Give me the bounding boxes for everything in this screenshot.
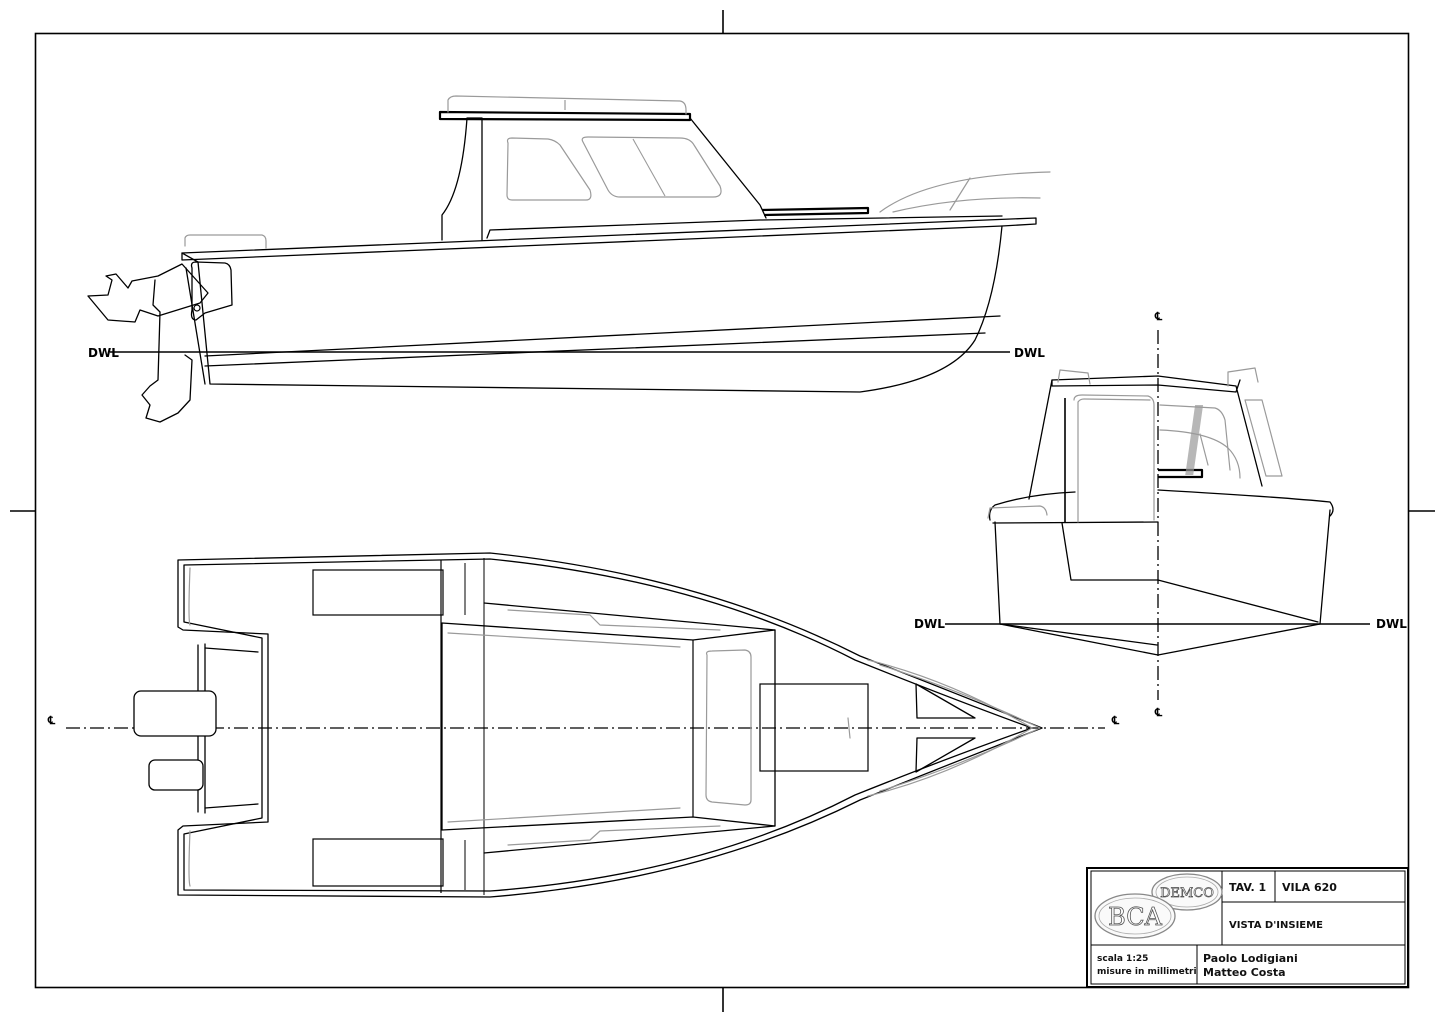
logo-demco: DEMCO [1160, 886, 1214, 901]
front-view: ℄ ℄ DWL DWL [914, 310, 1407, 719]
outboard-motor-2 [148, 759, 204, 791]
logo-bca: BCA [1108, 903, 1162, 931]
title-block: DEMCO BCA TAV. 1 VILA 620 VISTA D'INSIEM… [1086, 867, 1409, 988]
plan-centerline-label-left: ℄ [47, 714, 56, 727]
profile-view: DWL DWL [87, 95, 1051, 423]
author-1: Paolo Lodigiani [1203, 952, 1298, 965]
front-dwl-label-left: DWL [914, 617, 945, 631]
bca-demco-logo: DEMCO BCA [1094, 873, 1223, 939]
front-centerline-label-bottom: ℄ [1154, 706, 1163, 719]
outboard-motor-1 [133, 690, 217, 737]
author-2: Matteo Costa [1203, 966, 1286, 979]
front-centerline-label-top: ℄ [1154, 310, 1163, 323]
view-title: VISTA D'INSIEME [1229, 920, 1323, 931]
model-name: VILA 620 [1282, 881, 1337, 894]
sheet-number: TAV. 1 [1229, 881, 1266, 894]
front-dwl-label-right: DWL [1376, 617, 1407, 631]
profile-dwl-label-right: DWL [1014, 346, 1045, 360]
scale-label: scala 1:25 [1097, 954, 1148, 964]
units-label: misure in millimetri [1097, 967, 1197, 977]
profile-dwl-label-left: DWL [88, 346, 119, 360]
plan-centerline-label-right: ℄ [1111, 714, 1120, 727]
sheet-frame [10, 10, 1435, 1012]
plan-view: ℄ ℄ [47, 552, 1120, 898]
